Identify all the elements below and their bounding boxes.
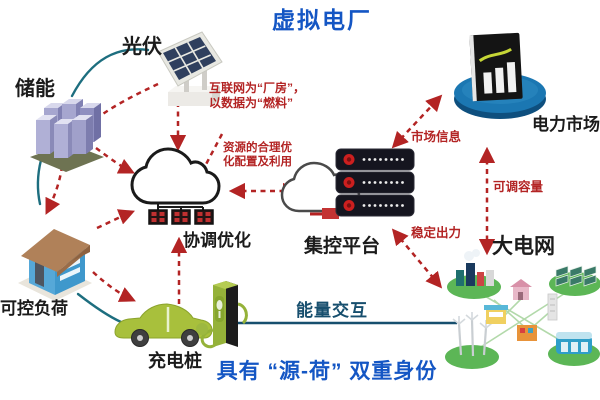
- control-platform-icon: [280, 148, 415, 219]
- arrow-control-grid: [391, 228, 443, 289]
- storage-to-solar-line: [70, 48, 150, 98]
- page-title: 虚拟电厂: [272, 7, 372, 33]
- house-icon: [18, 229, 92, 301]
- storage-down-line: [36, 158, 43, 206]
- annotation-resource: 资源的合理优 化配置及利用: [223, 141, 292, 170]
- annotation-resource-line1: 资源的合理优: [223, 142, 292, 154]
- label-power-market: 电力市场: [532, 115, 600, 134]
- city-buildings: [456, 249, 494, 286]
- label-control-platform: 集控平台: [304, 236, 381, 257]
- label-solar: 光伏: [122, 36, 162, 58]
- label-storage: 储能: [15, 78, 55, 100]
- arrow-solar-to-storage: [91, 82, 159, 123]
- annotation-market-info: 市场信息: [411, 130, 462, 144]
- arrow-load-to-charger: [92, 271, 136, 302]
- load-to-car-line: [76, 292, 123, 324]
- hydro-dam: [556, 332, 592, 354]
- arrow-storage-to-load: [45, 165, 64, 215]
- label-charger: 充电桩: [148, 351, 202, 371]
- battery-modules: [148, 209, 214, 225]
- annotation-resource-line2: 化配置及利用: [223, 156, 292, 169]
- power-market-icon: [454, 32, 546, 119]
- server-stack: [335, 148, 415, 217]
- annotation-internet: 互联网为“厂房”， 以数据为“燃料”: [209, 81, 305, 111]
- annotation-energy-interaction: 能量交互: [296, 301, 368, 320]
- arrow-load-to-coordination: [96, 209, 136, 230]
- label-load: 可控负荷: [0, 299, 68, 318]
- annotation-stable-output: 稳定出力: [411, 226, 462, 240]
- market-chart-board: [469, 32, 523, 102]
- teal-connector-lines: [36, 48, 150, 324]
- grid-wind-node: [445, 345, 499, 369]
- annotation-internet-line2: 以数据为“燃料”: [209, 96, 294, 110]
- solar-panel-icon: [157, 31, 223, 106]
- red-dashed-arrows: [45, 82, 496, 304]
- coordination-cloud-icon: [130, 147, 221, 225]
- arrow-resource-to-cloud: [201, 133, 224, 171]
- footer-title: 具有 “源-荷” 双重身份: [216, 360, 438, 383]
- label-coordination: 协调优化: [183, 231, 251, 250]
- charging-pile-icon: [196, 281, 248, 349]
- label-main-grid: 大电网: [492, 235, 555, 258]
- storage-icon: [30, 99, 104, 172]
- annotation-adjustable-capacity: 可调容量: [493, 180, 544, 194]
- arrow-storage-to-coordination: [95, 146, 135, 174]
- main-grid-icon: [445, 249, 600, 369]
- ev-car-icon: [114, 303, 213, 347]
- arrow-control-market: [391, 94, 443, 149]
- annotation-internet-line1: 互联网为“厂房”，: [209, 81, 306, 95]
- grid-mid-buildings: [484, 279, 558, 341]
- grid-solar-panels: [555, 265, 597, 287]
